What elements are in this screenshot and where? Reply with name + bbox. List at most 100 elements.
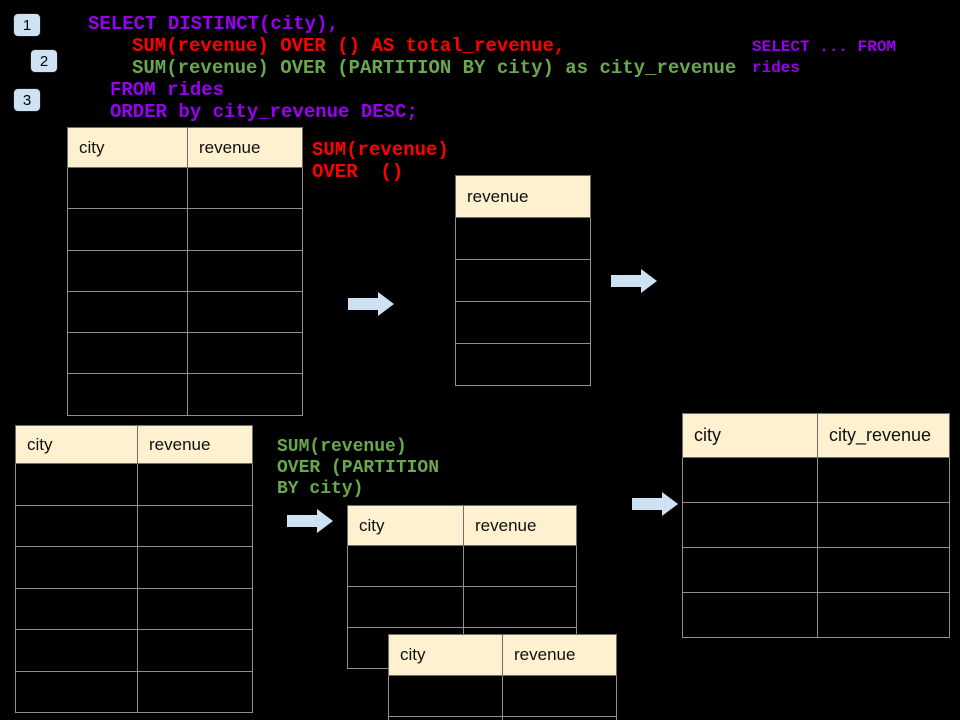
header-cell-revenue: revenue (463, 505, 577, 546)
table-row (67, 249, 303, 292)
table-row (682, 502, 950, 548)
table-source-total: city revenue (67, 127, 303, 416)
table-row (15, 546, 253, 589)
empty-cell (67, 290, 188, 334)
empty-cell (817, 592, 950, 638)
empty-cell (455, 259, 591, 302)
header-cell-revenue: revenue (137, 425, 253, 464)
header-cell-city: city (15, 425, 138, 464)
table-row (15, 504, 253, 547)
sql-line-select: SELECT DISTINCT(city), (88, 13, 339, 35)
header-cell-city: city (682, 413, 818, 458)
empty-cell (817, 547, 950, 593)
empty-cell (137, 629, 253, 672)
table-row (15, 463, 253, 506)
empty-cell (388, 716, 503, 720)
empty-cell (347, 586, 464, 628)
table-source-partition: city revenue (15, 425, 253, 713)
empty-cell (455, 343, 591, 386)
sql-line-from: FROM rides (110, 79, 225, 101)
table-row (67, 166, 303, 210)
empty-cell (187, 290, 303, 334)
empty-cell (137, 587, 253, 630)
empty-cell (15, 504, 138, 547)
empty-cell (67, 166, 188, 210)
empty-cell (187, 332, 303, 375)
empty-cell (137, 463, 253, 506)
empty-cell (15, 670, 138, 713)
empty-cell (187, 249, 303, 292)
empty-cell (15, 546, 138, 589)
empty-cell (137, 546, 253, 589)
table-row (67, 332, 303, 375)
header-cell-city: city (347, 505, 464, 546)
table-row (455, 217, 591, 260)
empty-cell (817, 502, 950, 548)
empty-cell (682, 547, 818, 593)
table-partition-front: city revenue (388, 634, 617, 720)
header-cell-city-revenue: city_revenue (817, 413, 950, 458)
empty-cell (463, 586, 577, 628)
sql-line-sum-over-total: SUM(revenue) OVER () AS total_revenue, (132, 35, 566, 57)
flow-arrow-icon (611, 269, 657, 293)
empty-cell (682, 592, 818, 638)
table-row (67, 373, 303, 416)
empty-cell (67, 332, 188, 375)
table-partition-result: city city_revenue (682, 413, 950, 638)
empty-cell (502, 675, 617, 717)
header-cell-revenue: revenue (455, 175, 591, 218)
table-row (388, 675, 617, 717)
empty-cell (347, 545, 464, 587)
empty-cell (67, 249, 188, 292)
table-row (15, 670, 253, 713)
table-row (67, 290, 303, 334)
empty-cell (682, 457, 818, 503)
flow-arrow-icon (632, 492, 678, 516)
empty-cell (137, 504, 253, 547)
annotation-total-revenue: SUM(revenue)OVER () (312, 139, 449, 183)
empty-cell (388, 675, 503, 717)
header-cell-city: city (388, 634, 503, 676)
side-note: SELECT ... FROM rides (752, 37, 896, 79)
empty-cell (187, 373, 303, 416)
header-cell-revenue: revenue (187, 127, 303, 168)
empty-cell (187, 166, 303, 210)
table-row (455, 343, 591, 386)
sql-line-sum-over-partition: SUM(revenue) OVER (PARTITION BY city) as… (132, 57, 737, 79)
table-row (388, 716, 617, 720)
flow-arrow-icon (348, 292, 394, 316)
header-cell-revenue: revenue (502, 634, 617, 676)
empty-cell (817, 457, 950, 503)
header-cell-city: city (67, 127, 188, 168)
empty-cell (15, 463, 138, 506)
table-row (682, 457, 950, 503)
empty-cell (682, 502, 818, 548)
table-row (682, 547, 950, 593)
table-row (67, 208, 303, 251)
side-note-line-2: rides (752, 59, 801, 77)
sql-line-order-by: ORDER by city_revenue DESC; (110, 101, 418, 123)
table-row (455, 259, 591, 302)
side-note-line-1: SELECT ... FROM (752, 38, 897, 56)
empty-cell (137, 670, 253, 713)
empty-cell (15, 587, 138, 630)
table-row (347, 545, 577, 587)
table-row (15, 587, 253, 630)
table-total-result: revenue (455, 175, 591, 386)
table-row (15, 629, 253, 672)
flow-arrow-icon (287, 509, 333, 533)
empty-cell (67, 208, 188, 251)
empty-cell (455, 217, 591, 260)
table-row (682, 592, 950, 638)
empty-cell (455, 301, 591, 344)
step-badge-2: 2 (30, 49, 58, 73)
empty-cell (15, 629, 138, 672)
empty-cell (67, 373, 188, 416)
table-row (455, 301, 591, 344)
step-badge-3: 3 (13, 88, 41, 112)
step-badge-1: 1 (13, 13, 41, 37)
empty-cell (502, 716, 617, 720)
empty-cell (187, 208, 303, 251)
